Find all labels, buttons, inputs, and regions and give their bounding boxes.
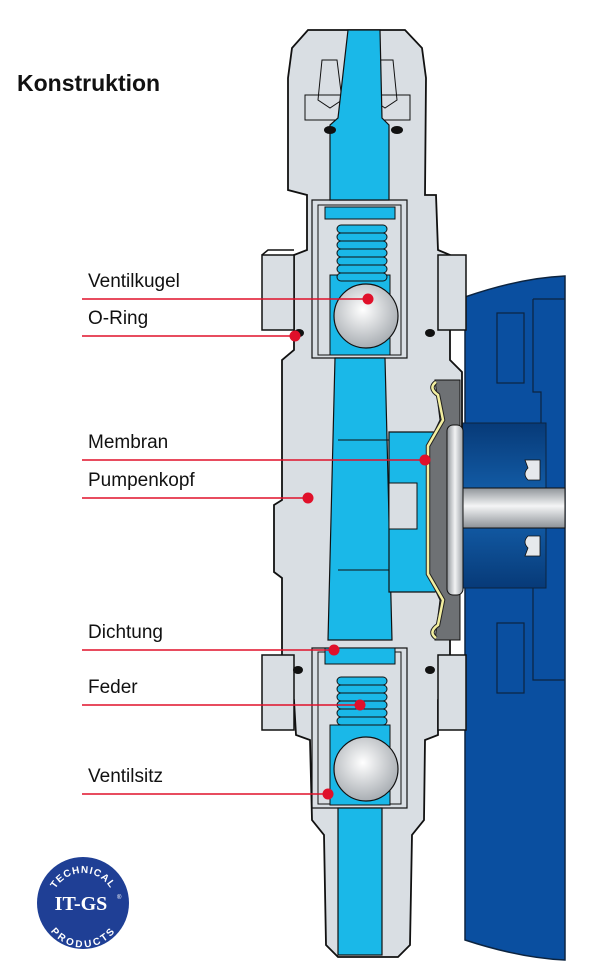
membrane-assembly: [425, 379, 566, 641]
valve-ball-lower: [333, 736, 399, 802]
page-title: Konstruktion: [17, 70, 161, 96]
logo-center-text: IT-GS: [55, 893, 108, 915]
spring-upper: [336, 224, 388, 282]
leader-lines: [82, 298, 425, 795]
label-feder: Feder: [88, 677, 138, 698]
it-gs-logo: TECHNICAL IT-GS ® PRODUCTS: [37, 857, 129, 951]
membrane: [426, 381, 445, 639]
leader-dots: [289, 293, 431, 800]
logo-registered-mark: ®: [117, 894, 122, 901]
label-o-ring: O-Ring: [88, 308, 149, 329]
label-pumpenkopf: Pumpenkopf: [88, 470, 195, 491]
drive-shaft: [462, 487, 566, 529]
label-dichtung: Dichtung: [88, 622, 163, 643]
label-ventilkugel: Ventilkugel: [88, 271, 180, 292]
label-ventilsitz: Ventilsitz: [88, 766, 163, 787]
label-membran: Membran: [88, 432, 169, 453]
motor-housing: [459, 275, 566, 961]
logo-circle: [37, 857, 129, 949]
valve-ball-upper: [333, 283, 399, 349]
